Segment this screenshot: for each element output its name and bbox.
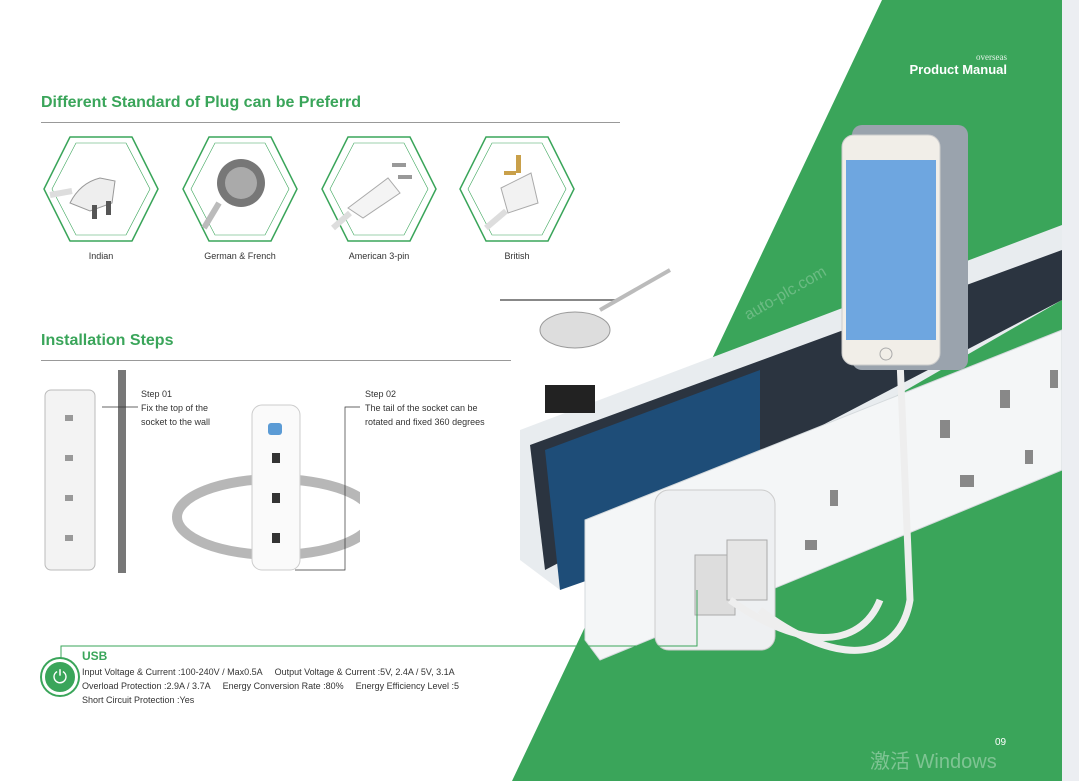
usb-spec-line-1: Input Voltage & Current :100-240V / Max0…: [82, 667, 467, 677]
conversion-rate: Energy Conversion Rate :80%: [222, 681, 344, 691]
step-01-line1: Fix the top of the: [141, 403, 209, 413]
american-3pin-plug-image: [321, 136, 437, 242]
plug-label-indian: Indian: [88, 251, 114, 261]
step-02: Step 02 The tail of the socket can be ro…: [365, 387, 485, 429]
indian-plug-image: [43, 136, 159, 242]
phone-powerbank-illustration: [841, 125, 968, 370]
brand-header: overseas Product Manual: [909, 52, 1007, 77]
divider: [41, 122, 620, 123]
input-voltage: Input Voltage & Current :100-240V / Max0…: [82, 667, 263, 677]
step-02-line2: rotated and fixed 360 degrees: [365, 417, 485, 427]
brand-title: Product Manual: [909, 62, 1007, 77]
step-02-line1: The tail of the socket can be: [365, 403, 478, 413]
overload-protection: Overload Protection :2.9A / 3.7A: [82, 681, 211, 691]
right-edge-strip: [1062, 0, 1079, 781]
step-01-line2: socket to the wall: [141, 417, 211, 427]
efficiency-level: Energy Efficiency Level :5: [355, 681, 460, 691]
windows-activation-watermark: 激活 Windows: [870, 751, 997, 773]
divider: [41, 360, 511, 361]
step-01-title: Step 01: [141, 389, 173, 399]
plug-section-title: Different Standard of Plug can be Prefer…: [41, 94, 362, 111]
german-french-plug-image: [182, 136, 298, 242]
installation-illustration: [44, 370, 360, 573]
british-plug-image: [459, 136, 575, 242]
power-icon: ⏻: [42, 659, 78, 695]
plug-label-british: British: [504, 251, 530, 261]
plug-label-german-french: German & French: [204, 251, 276, 261]
plug-label-american: American 3-pin: [348, 251, 410, 261]
installation-title: Installation Steps: [41, 332, 174, 349]
helicopter-illustration: [500, 268, 671, 413]
step-02-title: Step 02: [365, 389, 397, 399]
short-circuit-protection: Short Circuit Protection :Yes: [82, 695, 195, 705]
page-number: 09: [995, 737, 1007, 748]
usb-spec-line-3: Short Circuit Protection :Yes: [82, 695, 206, 705]
step-01: Step 01 Fix the top of the socket to the…: [141, 387, 210, 429]
output-voltage: Output Voltage & Current :5V, 2.4A / 5V,…: [274, 667, 455, 677]
usb-title: USB: [82, 649, 108, 663]
brand-small: overseas: [976, 52, 1007, 62]
usb-spec-line-2: Overload Protection :2.9A / 3.7A Energy C…: [82, 681, 471, 691]
